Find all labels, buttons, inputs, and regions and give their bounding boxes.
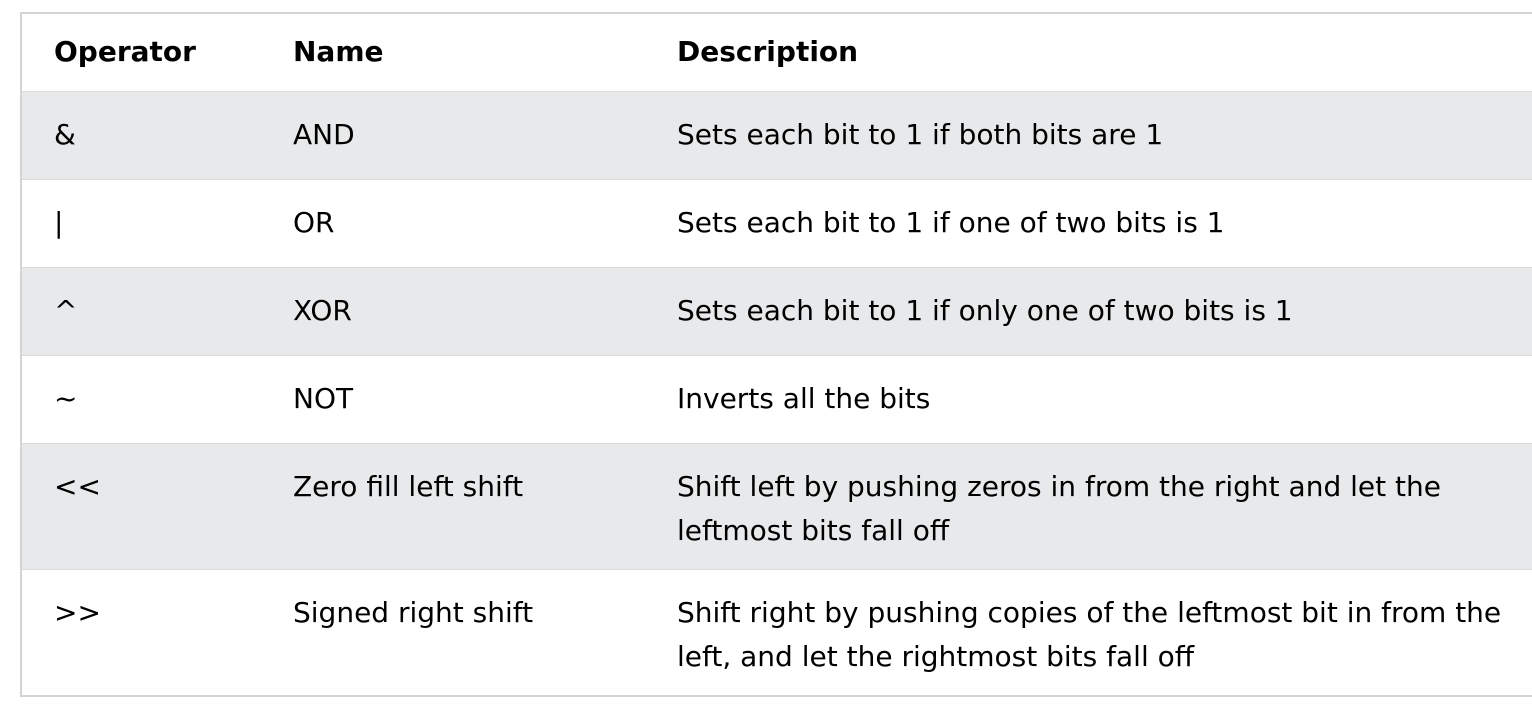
header-row: Operator Name Description bbox=[22, 14, 1532, 92]
cell-name: XOR bbox=[293, 294, 352, 327]
cell-operator: | bbox=[54, 206, 64, 239]
cell-operator: ~ bbox=[54, 382, 78, 415]
cell-name: Zero fill left shift bbox=[293, 470, 524, 503]
cell-description: Shift right by pushing copies of the lef… bbox=[677, 596, 1502, 673]
cell-name: NOT bbox=[293, 382, 354, 415]
table-header: Operator Name Description bbox=[22, 14, 1532, 92]
cell-description: Shift left by pushing zeros in from the … bbox=[677, 470, 1441, 547]
bitwise-operators-table: Operator Name Description & AND Sets eac… bbox=[22, 14, 1532, 695]
cell-operator: >> bbox=[54, 596, 101, 629]
table-row: ^ XOR Sets each bit to 1 if only one of … bbox=[22, 267, 1532, 356]
table-row: ~ NOT Inverts all the bits bbox=[22, 356, 1532, 444]
cell-operator: << bbox=[54, 470, 101, 503]
table-row: | OR Sets each bit to 1 if one of two bi… bbox=[22, 180, 1532, 268]
table-row: << Zero fill left shift Shift left by pu… bbox=[22, 443, 1532, 570]
header-name: Name bbox=[261, 14, 644, 92]
cell-operator: & bbox=[54, 118, 76, 151]
table-row: >> Signed right shift Shift right by pus… bbox=[22, 570, 1532, 696]
cell-name: Signed right shift bbox=[293, 596, 534, 629]
header-description: Description bbox=[644, 14, 1532, 92]
cell-description: Sets each bit to 1 if one of two bits is… bbox=[677, 206, 1225, 239]
cell-description: Sets each bit to 1 if only one of two bi… bbox=[677, 294, 1293, 327]
cell-name: AND bbox=[293, 118, 355, 151]
cell-description: Inverts all the bits bbox=[677, 382, 931, 415]
cell-name: OR bbox=[293, 206, 335, 239]
operators-table-container: Operator Name Description & AND Sets eac… bbox=[20, 12, 1532, 697]
table-row: & AND Sets each bit to 1 if both bits ar… bbox=[22, 91, 1532, 180]
header-operator: Operator bbox=[22, 14, 261, 92]
cell-operator: ^ bbox=[54, 294, 78, 327]
table-body: & AND Sets each bit to 1 if both bits ar… bbox=[22, 91, 1532, 696]
cell-description: Sets each bit to 1 if both bits are 1 bbox=[677, 118, 1164, 151]
